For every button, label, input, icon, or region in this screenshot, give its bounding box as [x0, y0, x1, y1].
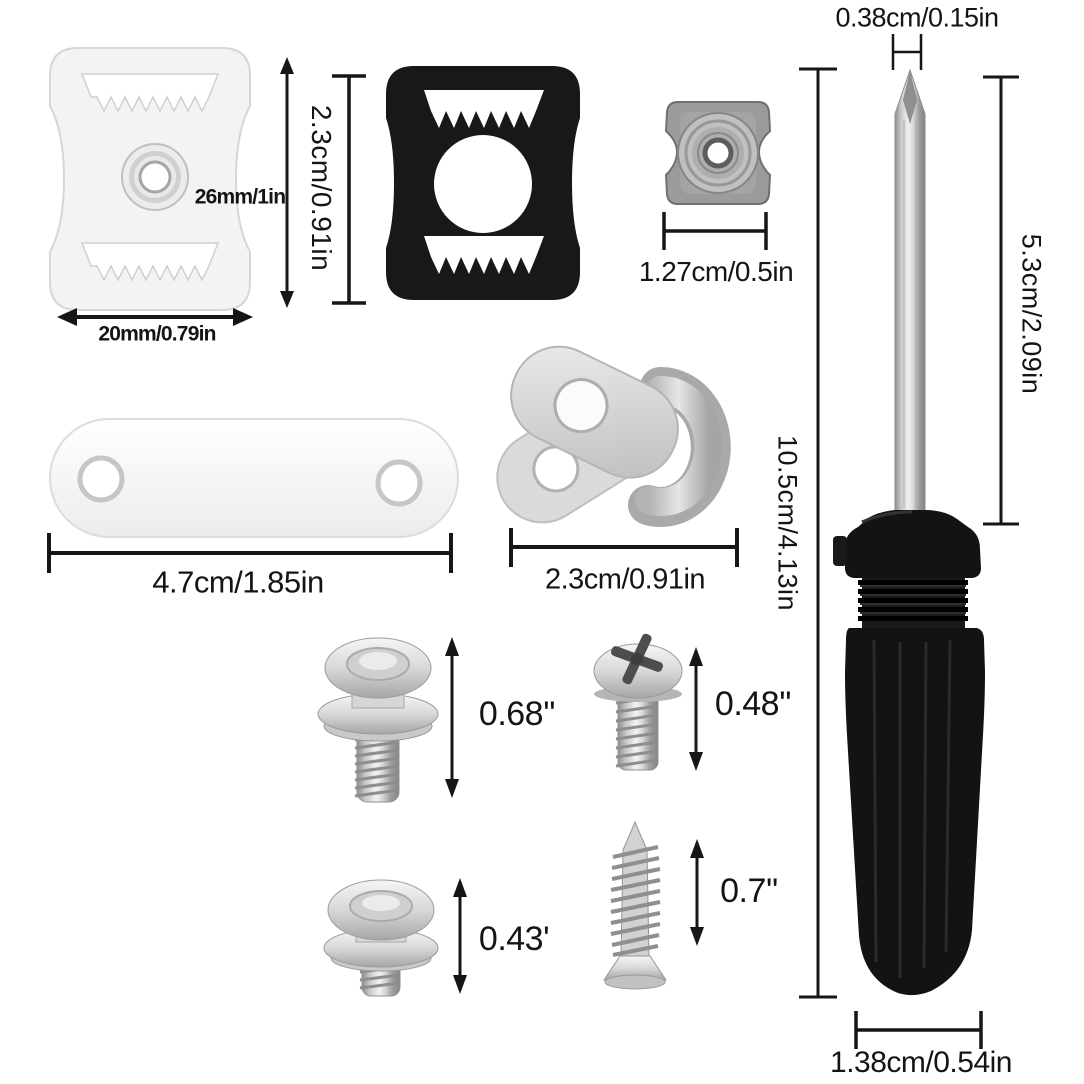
white-buckle: [49, 47, 251, 311]
snap-screw-long-height-label: 0.68'': [478, 695, 556, 733]
snap-stud-short: [323, 879, 439, 997]
screwdriver-tip-measure: [891, 34, 923, 70]
tapping-screw-head: [603, 955, 667, 981]
strap-plate-length-label: 4.7cm/1.85in: [152, 564, 324, 600]
t-nut-width-label: 1.27cm/0.5in: [638, 256, 794, 287]
white-buckle-bottom-slot: [80, 242, 220, 282]
black-buckle: [386, 66, 580, 300]
screwdriver-handle-flutes: [872, 639, 952, 978]
black-buckle-bottom-slot: [424, 236, 544, 274]
r-clamp-width-measure: [509, 528, 739, 567]
strap-plate-left-hole: [77, 455, 125, 503]
t-nut-hole: [702, 137, 734, 169]
screwdriver-handle: [845, 628, 985, 996]
white-buckle-height-label: 26mm/1in: [194, 185, 286, 209]
black-buckle-top-slot: [424, 90, 544, 128]
black-buckle-height-label: 2.3cm/0.91in: [306, 104, 337, 272]
truss-screw-arrow: [689, 647, 703, 771]
white-buckle-height-arrow: [280, 57, 294, 308]
snap-screw-long-arrow: [445, 637, 459, 798]
strap-plate: [49, 418, 459, 538]
truss-screw: [593, 633, 683, 771]
t-nut-width-measure: [662, 212, 768, 250]
screwdriver-ribs: [858, 578, 968, 628]
truss-screw-height-label: 0.48'': [714, 685, 792, 723]
screwdriver-shaft-length-label: 5.3cm/2.09in: [1016, 233, 1047, 395]
strap-plate-length-measure: [47, 533, 453, 573]
r-clamp-loop-highlight: [635, 376, 723, 516]
screwdriver-total-length-label: 10.5cm/4.13in: [772, 434, 803, 612]
screwdriver-total-measure: [799, 67, 837, 999]
snap-stud-short-height-label: 0.43': [478, 920, 550, 958]
black-buckle-height-measure: [332, 74, 366, 305]
strap-plate-right-hole: [375, 459, 423, 507]
screwdriver-phillips-tip: [903, 70, 917, 124]
white-buckle-top-slot: [80, 73, 220, 113]
t-nut: [664, 101, 772, 205]
screwdriver-handle-width-label: 1.38cm/0.54in: [830, 1046, 1012, 1079]
screwdriver-tip-width-label: 0.38cm/0.15in: [835, 2, 999, 33]
snap-screw-long: [317, 637, 439, 803]
t-nut-flange: [677, 112, 759, 194]
grommet-eyelet: [121, 143, 189, 211]
tapping-screw-threads: [610, 845, 661, 957]
truss-screw-phillips: [611, 633, 663, 685]
screwdriver-collar: [844, 510, 981, 578]
white-buckle-width-label: 20mm/0.79in: [98, 322, 216, 346]
r-clamp-width-label: 2.3cm/0.91in: [544, 563, 706, 596]
tapping-screw-arrow: [690, 839, 704, 946]
r-clamp: [496, 345, 731, 527]
tapping-screw: [603, 820, 667, 990]
r-clamp-front-tab: [510, 345, 679, 479]
black-buckle-center-hole: [434, 135, 532, 233]
screwdriver-handle-measure: [854, 1011, 983, 1049]
tapping-screw-height-label: 0.7'': [720, 872, 778, 910]
screwdriver: [833, 68, 985, 996]
strap-plate-body: [49, 418, 459, 538]
snap-stud-short-arrow: [453, 878, 467, 994]
white-buckle-width-arrow: [57, 308, 253, 326]
screwdriver-shaft-measure: [983, 75, 1019, 526]
